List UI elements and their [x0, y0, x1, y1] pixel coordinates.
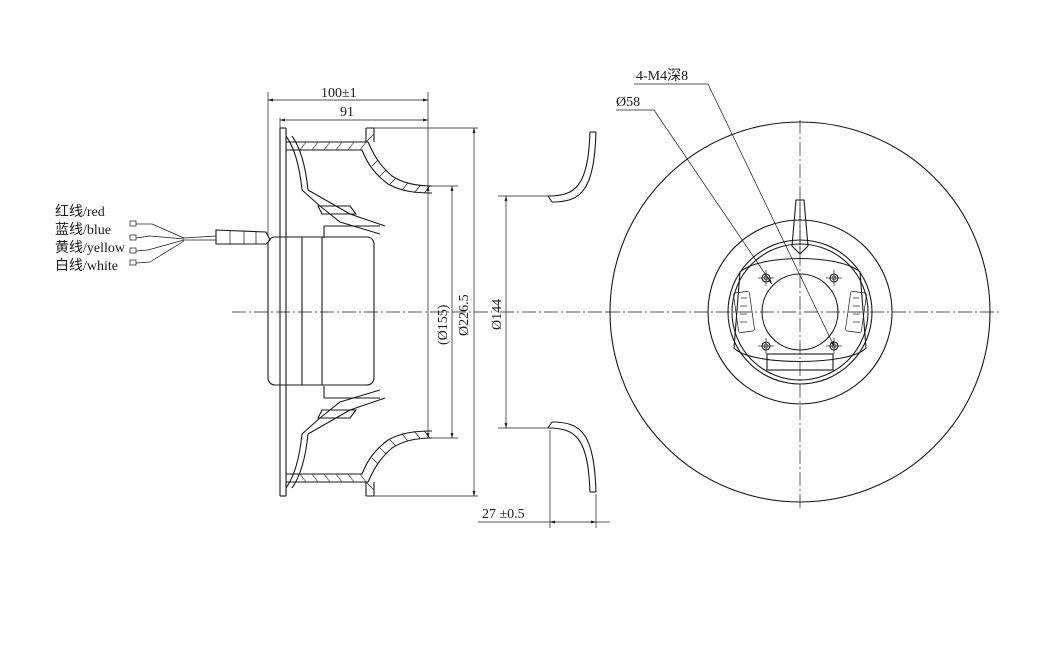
wire-label-white: 白线/white	[55, 258, 118, 274]
cable-gland	[215, 229, 271, 245]
dim-inner-width-label: 91	[340, 105, 354, 120]
hub-ring-inner	[761, 273, 839, 351]
dim-inlet-diameter-label: Ø144	[490, 299, 505, 330]
leader-hub-diameter	[653, 109, 773, 285]
label-sticker-right	[845, 290, 867, 334]
side-view: 红线/red 蓝线/blue 黄线/yellow 白线/white 100±1 …	[55, 86, 492, 497]
label-sticker-left	[733, 290, 755, 334]
dim-overall-width-label: 100±1	[321, 86, 357, 101]
nameplate	[766, 353, 834, 371]
mount-holes-label: 4-M4深8	[636, 68, 688, 84]
leader-mount-holes	[707, 83, 835, 347]
front-view: 4-M4深8 Ø58	[606, 68, 1000, 510]
lower-shroud-hatch	[299, 430, 431, 491]
backplate-circle	[609, 121, 991, 503]
wire-label-red: 红线/red	[55, 204, 105, 220]
motor-flange	[733, 257, 867, 362]
wire-bundle	[129, 220, 217, 266]
upper-shroud	[286, 141, 433, 187]
upper-shroud-hatch	[299, 133, 431, 194]
motor-body	[267, 236, 375, 386]
inlet-ring-top	[547, 131, 591, 197]
dim-inlet-ref-label: (Ø155)	[436, 304, 451, 345]
wire-label-blue: 蓝线/blue	[55, 222, 111, 238]
dim-outer-diameter-label: Ø226.5	[457, 294, 472, 336]
inlet-ring-bottom	[547, 427, 591, 493]
dim-inlet-depth-label: 27 ±0.5	[482, 507, 525, 522]
lower-shroud	[286, 437, 433, 483]
inlet-ring-view: Ø144 27 ±0.5	[478, 131, 610, 528]
cable-outlet	[791, 199, 809, 255]
hub-diameter-label: Ø58	[616, 95, 640, 110]
wire-label-yellow: 黄线/yellow	[55, 239, 126, 256]
